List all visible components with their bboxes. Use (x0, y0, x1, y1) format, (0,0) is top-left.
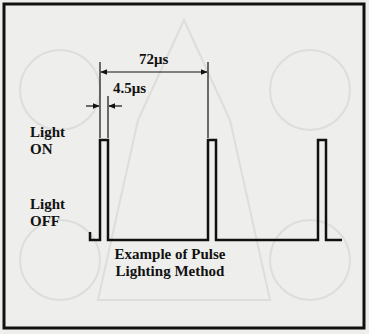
dimension-lines (86, 62, 208, 138)
watermark (20, 20, 350, 300)
figure-caption: Example of Pulse Lighting Method (100, 246, 240, 281)
level-label: Light ON (30, 124, 74, 159)
dimension-label: 4.5μs (113, 80, 146, 97)
pulse-train (90, 140, 342, 240)
level-label: Light OFF (30, 196, 74, 231)
frame (4, 4, 364, 328)
dimension-label: 72μs (139, 51, 168, 68)
